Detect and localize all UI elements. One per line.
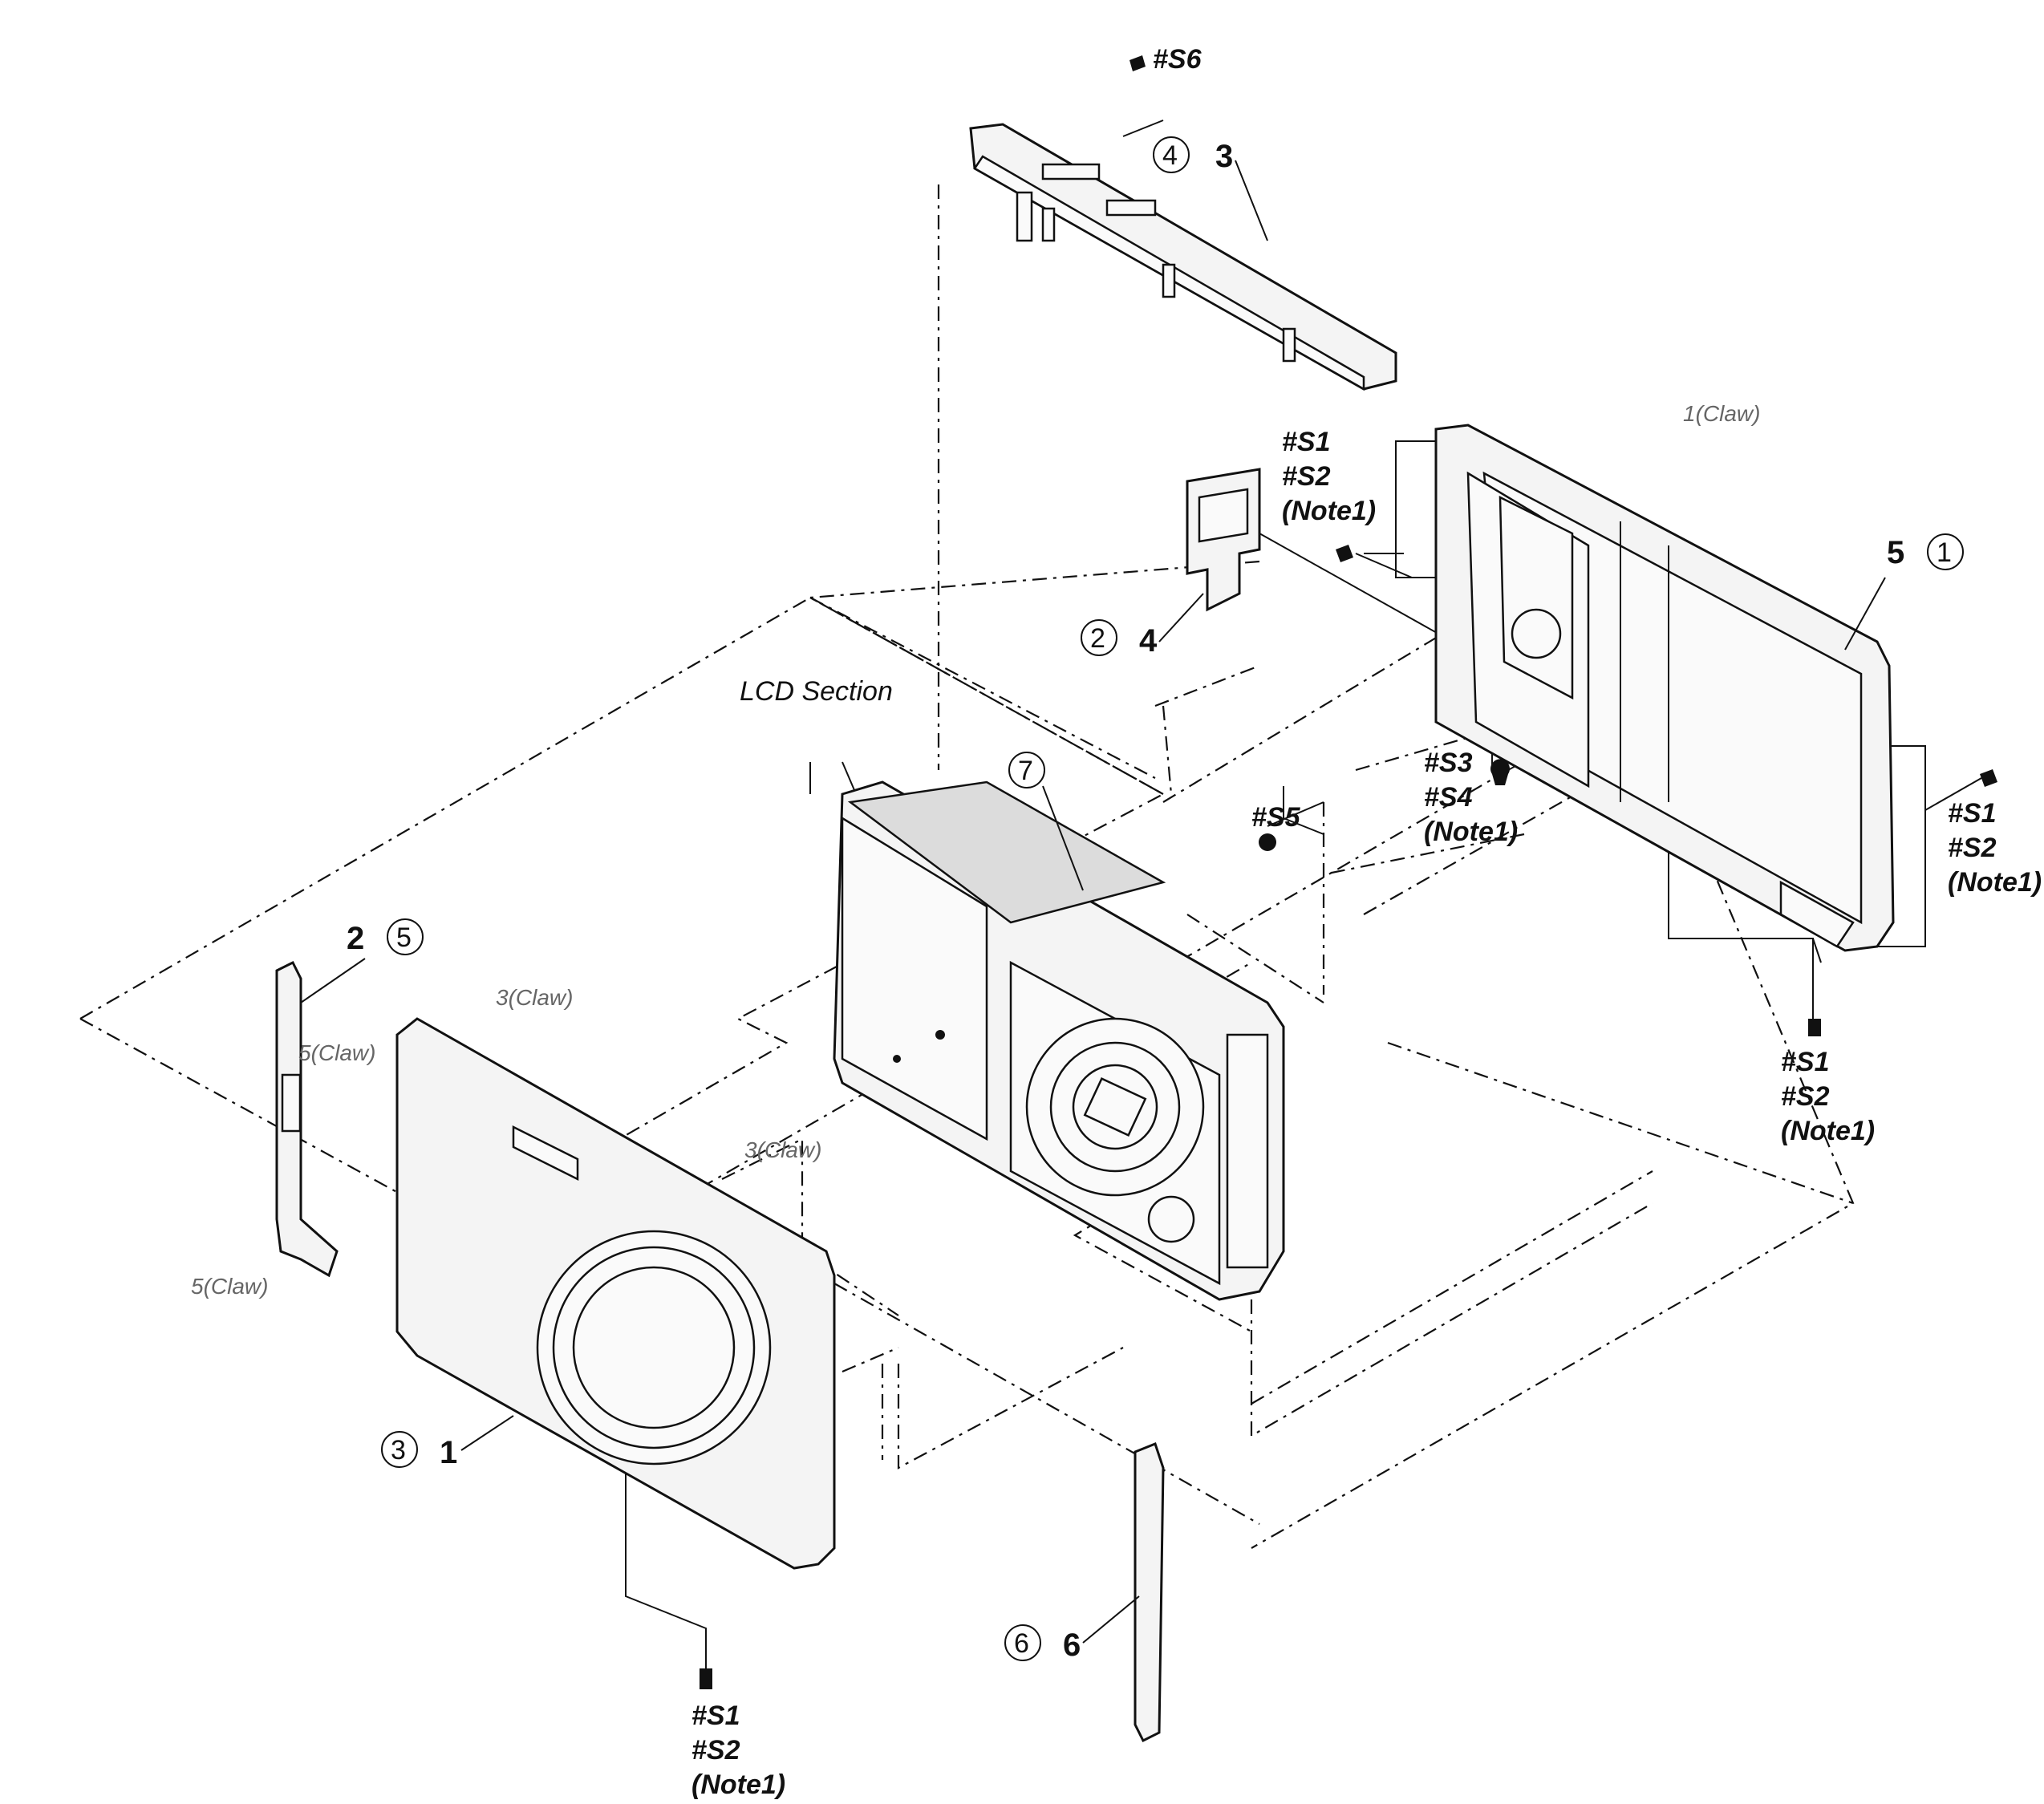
screw-s3-label: #S3 [1424, 748, 1473, 778]
part-1-front-cabinet [395, 1017, 836, 1570]
note-label-right: (Note1) [1948, 867, 2042, 898]
claw-3-label-a: 3(Claw) [496, 985, 573, 1010]
screw-s1-label-right: #S1 [1948, 798, 1997, 829]
screw-s1-label-bottom-right: #S1 [1781, 1047, 1830, 1077]
screw-s5-label: #S5 [1251, 802, 1301, 833]
note-label-bottom: (Note1) [691, 1770, 785, 1800]
claw-5-label-a: 5(Claw) [298, 1040, 375, 1065]
labels: LCD Section #S6 #S1 #S2 (Note1) #S5 #S3 … [191, 44, 2042, 1800]
step-circle-part-2: 5 [396, 922, 412, 953]
part-number-6: 6 [1063, 1628, 1081, 1663]
note-label-bottom-right: (Note1) [1781, 1116, 1875, 1146]
screw-s1-bottom-right-icon [1808, 1019, 1821, 1036]
screw-s1-label-top: #S1 [1282, 427, 1331, 457]
step-circle-part-5: 1 [1937, 537, 1952, 568]
screw-s5-icon [1259, 833, 1276, 851]
screw-s1-label-bottom: #S1 [691, 1701, 740, 1731]
screw-s6-label: #S6 [1153, 44, 1202, 75]
part-2-left-side-bracket [275, 960, 339, 1278]
claw-1-label: 1(Claw) [1683, 401, 1760, 426]
step-circle-7: 7 [1018, 756, 1033, 786]
screw-s1-right-icon [1980, 769, 1997, 787]
claw-3-label-b: 3(Claw) [744, 1137, 821, 1162]
note-label-top: (Note1) [1282, 496, 1376, 526]
note-label-s3s4: (Note1) [1424, 817, 1518, 847]
main-body-assembly [833, 780, 1285, 1301]
step-circle-part-1: 3 [391, 1435, 406, 1465]
step-circle-part-3: 4 [1162, 140, 1178, 171]
screws [700, 55, 1997, 1689]
part-number-5: 5 [1887, 535, 1904, 570]
step-circle-part-4: 2 [1090, 623, 1105, 654]
step-circle-part-6: 6 [1014, 1628, 1029, 1659]
screw-s3-icon [1490, 759, 1511, 785]
part-number-2: 2 [347, 921, 364, 956]
claw-5-label-b: 5(Claw) [191, 1274, 268, 1299]
screw-s1-bottom-icon [700, 1668, 712, 1689]
part-4-bracket [1186, 468, 1261, 612]
part-callouts: 4 3 2 4 5 1 7 2 5 3 1 6 6 [300, 136, 1964, 1663]
screw-s4-label: #S4 [1424, 782, 1473, 813]
part-5-rear-cabinet [1434, 424, 1895, 952]
screw-s1-top-icon [1336, 545, 1353, 562]
part-number-4: 4 [1139, 623, 1158, 659]
screw-s2-label-bottom-right: #S2 [1781, 1081, 1830, 1112]
section-title: LCD Section [740, 676, 893, 707]
part-6-right-side-bracket [1134, 1442, 1165, 1743]
screw-s2-label-right: #S2 [1948, 833, 1997, 863]
screw-s2-label-bottom: #S2 [691, 1735, 740, 1765]
part-3-top-panel [969, 123, 1397, 391]
part-number-1: 1 [440, 1435, 457, 1470]
screw-s2-label-top: #S2 [1282, 461, 1331, 492]
screw-s6-icon [1129, 55, 1146, 71]
part-number-3: 3 [1215, 139, 1233, 174]
